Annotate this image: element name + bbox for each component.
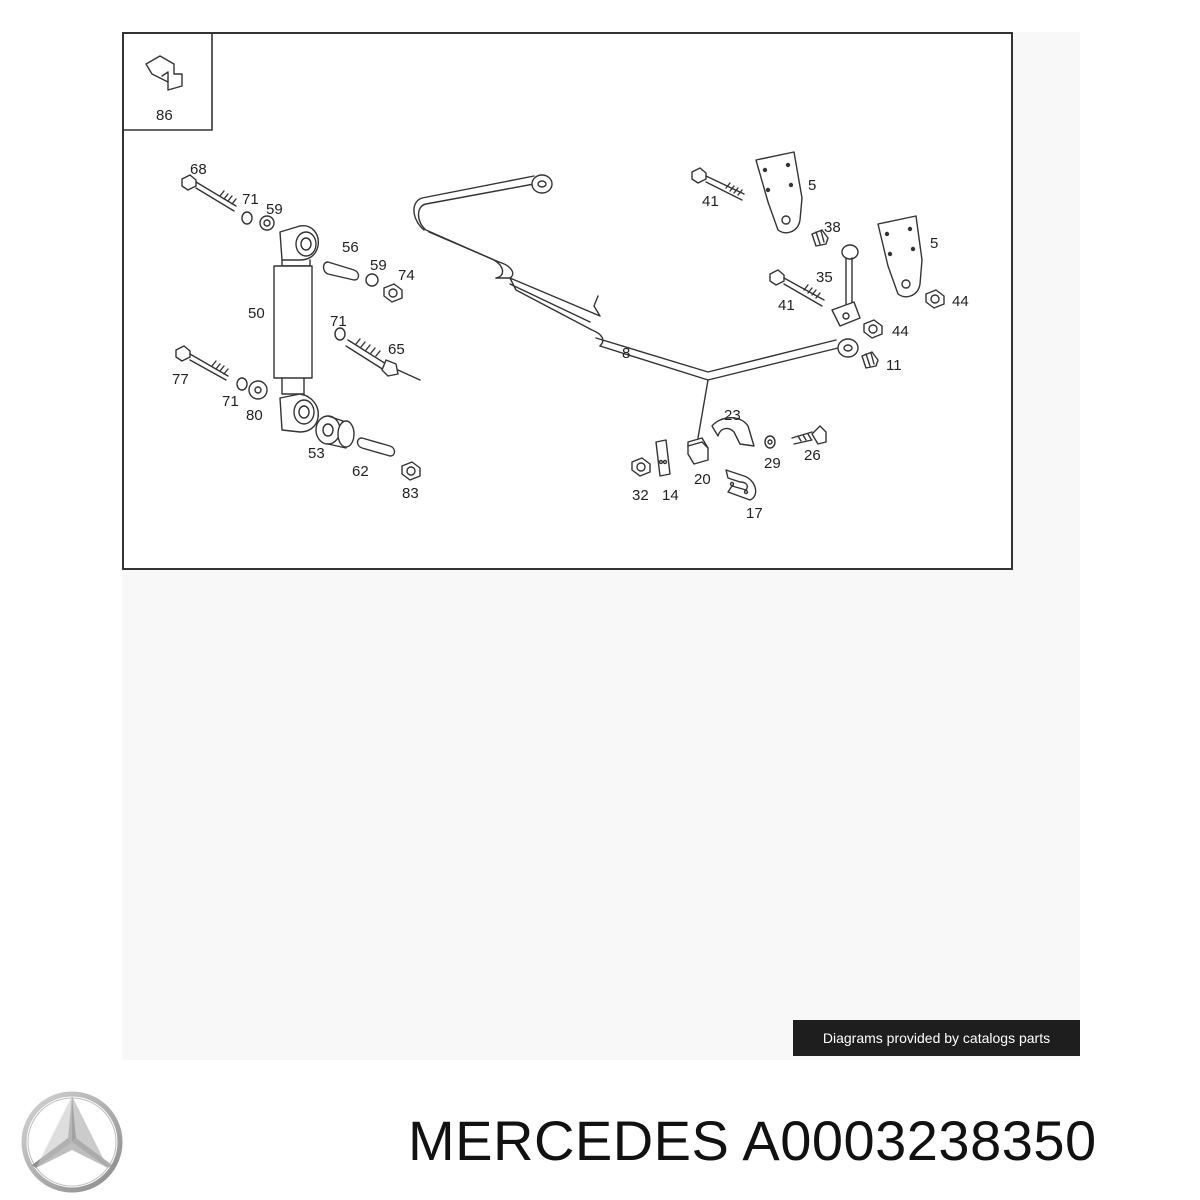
parts-diagram-frame: 86 68 71 59 56 59 74 50 71 65 77 71 80 5…: [122, 32, 1013, 570]
washer-59-top-icon: [259, 215, 275, 231]
bolt-65-icon: [345, 338, 421, 381]
parts-exploded-diagram: 86 68 71 59 56 59 74 50 71 65 77 71 80 5…: [124, 34, 969, 522]
washer-29-icon: [764, 435, 776, 449]
nut-74-icon: [383, 283, 403, 303]
pin-62-icon: [356, 437, 396, 457]
callout-77: 77: [172, 371, 189, 388]
mercedes-star-icon: [21, 1091, 123, 1193]
brand-part-title: MERCEDES A0003238350: [408, 1109, 1097, 1172]
callout-29: 29: [764, 455, 781, 472]
callout-35: 35: [816, 269, 833, 286]
callout-23: 23: [724, 407, 741, 424]
stabilizer-bar-8-icon: [413, 174, 859, 439]
callout-26: 26: [804, 447, 821, 464]
bushing-11-icon: [861, 351, 879, 369]
callout-65: 65: [388, 341, 405, 358]
bolt-41-top-icon: [691, 167, 745, 201]
washer-71-bottom-icon: [236, 377, 248, 391]
inset-box-border: [124, 34, 213, 131]
callout-59: 59: [370, 257, 387, 274]
callout-59: 59: [266, 201, 283, 218]
bushing-20-icon: [687, 437, 709, 465]
callout-71: 71: [242, 191, 259, 208]
clip-86-icon: [145, 55, 183, 91]
nut-44-mid-icon: [863, 319, 883, 339]
washer-80-icon: [248, 380, 268, 400]
callout-86: 86: [156, 107, 173, 124]
nut-44-right-icon: [925, 289, 945, 309]
callout-11: 11: [886, 357, 902, 374]
callout-53: 53: [308, 445, 325, 462]
callout-5: 5: [808, 177, 816, 194]
bolt-41-lower-icon: [769, 269, 825, 307]
callout-14: 14: [662, 487, 679, 504]
pin-56-icon: [322, 261, 360, 281]
nut-83-icon: [401, 461, 421, 481]
callout-74: 74: [398, 267, 415, 284]
bracket-5-top-icon: [755, 151, 803, 234]
callout-20: 20: [694, 471, 711, 488]
callout-8: 8: [622, 345, 630, 362]
bracket-5-right-icon: [877, 215, 923, 298]
clamp-23-icon: [711, 417, 755, 447]
diagram-credit-banner: Diagrams provided by catalogs parts: [793, 1020, 1080, 1056]
bushing-53-icon: [315, 415, 355, 449]
callout-32: 32: [632, 487, 649, 504]
plate-14-icon: [655, 439, 671, 477]
callout-17: 17: [746, 505, 763, 522]
washer-71-mid-icon: [334, 327, 346, 341]
callout-68: 68: [190, 161, 207, 178]
callout-44: 44: [892, 323, 909, 340]
callout-80: 80: [246, 407, 263, 424]
callout-38: 38: [824, 219, 841, 236]
callout-83: 83: [402, 485, 419, 502]
bolt-68-icon: [181, 174, 237, 212]
callout-56: 56: [342, 239, 359, 256]
callout-71: 71: [330, 313, 347, 330]
washer-71-top-icon: [241, 211, 253, 225]
callout-41: 41: [778, 297, 795, 314]
shock-absorber-50-icon: [273, 225, 319, 433]
bolt-26-icon: [791, 425, 827, 445]
callout-71: 71: [222, 393, 239, 410]
callout-62: 62: [352, 463, 369, 480]
callout-50: 50: [248, 305, 265, 322]
callout-5: 5: [930, 235, 938, 252]
link-35-icon: [831, 244, 861, 327]
clamp-17-icon: [725, 469, 757, 501]
callout-44: 44: [952, 293, 969, 310]
nut-32-icon: [631, 457, 651, 477]
bolt-77-icon: [175, 345, 229, 381]
bushing-38-icon: [811, 229, 829, 247]
callout-41: 41: [702, 193, 719, 210]
